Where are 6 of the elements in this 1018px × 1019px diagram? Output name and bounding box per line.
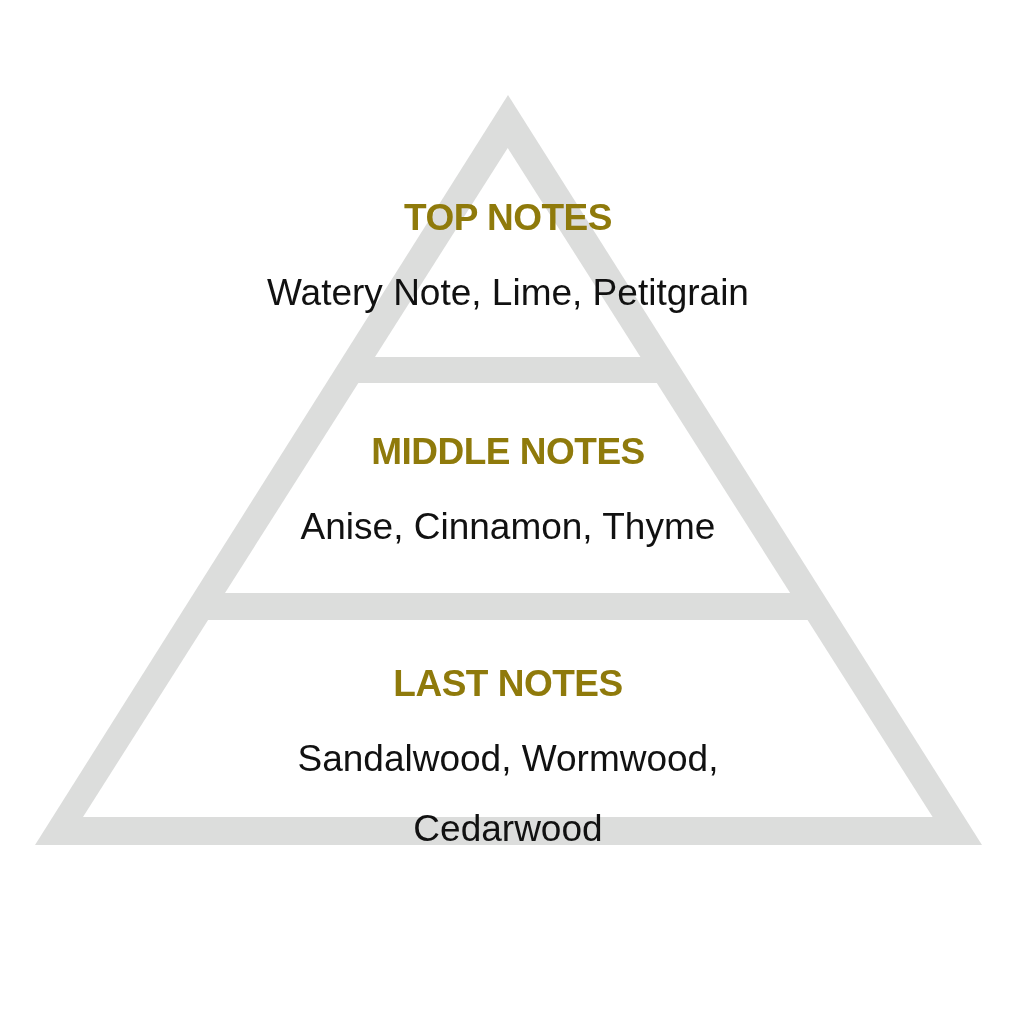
tier-heading: LAST NOTES <box>393 662 623 706</box>
tier-heading: MIDDLE NOTES <box>371 430 645 474</box>
notes-list: Anise, Cinnamon, Thyme <box>248 492 768 562</box>
notes-list: Watery Note, Lime, Petitgrain <box>228 258 788 328</box>
notes-list: Sandalwood, Wormwood, Cedarwood <box>258 724 758 864</box>
tier-heading: TOP NOTES <box>404 196 612 240</box>
